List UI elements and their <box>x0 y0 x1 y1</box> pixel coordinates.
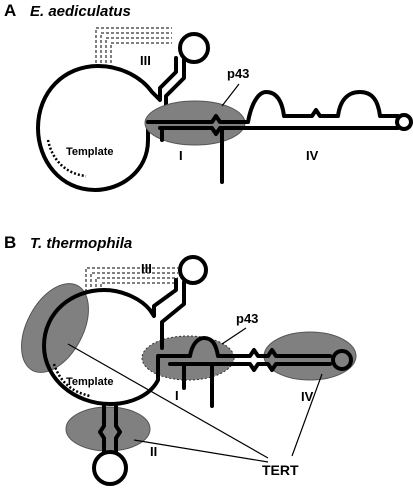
panel-b-tert-label: TERT <box>262 462 299 478</box>
panel-a-letter: A <box>4 1 16 20</box>
panel-a-species-name: E. aediculatus <box>30 3 131 20</box>
panel-b-stem-iii <box>160 280 186 350</box>
panel-a-label-p43: p43 <box>227 66 249 81</box>
panel-a-stem-i-upper <box>146 90 400 124</box>
panel-b-label-ii: II <box>150 444 157 459</box>
panel-a-template-region <box>46 139 87 178</box>
panel-b-tert-domain-stem-ii <box>65 406 151 452</box>
panel-b-stem-i-lower <box>168 362 332 372</box>
panel-b-species-name: T. thermophila <box>30 235 132 252</box>
panel-b-label-i: I <box>175 388 179 403</box>
panel-a-pseudoknot-dashes <box>95 27 172 68</box>
panel-a-central-loop <box>36 56 178 192</box>
panel-a-stem-iii-hairpin <box>178 32 210 64</box>
panel-b-label-iii: III <box>141 261 152 276</box>
panel-b-stem-i-upper <box>156 336 332 358</box>
panel-b-tert-pointers <box>67 343 323 463</box>
panel-b-label-p43: p43 <box>236 311 258 326</box>
panel-b-stem-ii <box>98 402 122 454</box>
panel-b-stem-ii-hairpin <box>92 450 128 486</box>
panel-b-p43-pointer <box>221 327 247 345</box>
panel-a-label-iii: III <box>140 53 151 68</box>
panel-b: B T. thermophila Template <box>4 233 357 486</box>
panel-a-label-iv: IV <box>306 148 319 163</box>
panel-a-stem-iv-terminal-loop <box>395 113 413 131</box>
panel-b-central-loop <box>42 278 178 406</box>
panel-b-stem-iii-hairpin <box>178 255 208 285</box>
panel-b-template-label: Template <box>66 376 113 388</box>
panel-b-tert-domain-upper <box>21 283 89 373</box>
panel-b-stem-iv-terminal-loop <box>331 349 353 371</box>
panel-a-stem-i-lower <box>158 126 400 136</box>
panel-a: A E. aediculatus Template III I IV p43 <box>4 1 413 192</box>
panel-b-label-iv: IV <box>301 389 314 404</box>
panel-b-letter: B <box>4 233 16 252</box>
panel-a-label-i: I <box>179 148 183 163</box>
panel-a-template-label: Template <box>66 146 113 158</box>
panel-a-p43-pointer <box>221 83 240 107</box>
panel-a-stem-iii <box>164 56 186 114</box>
panel-b-template-region <box>52 363 91 398</box>
